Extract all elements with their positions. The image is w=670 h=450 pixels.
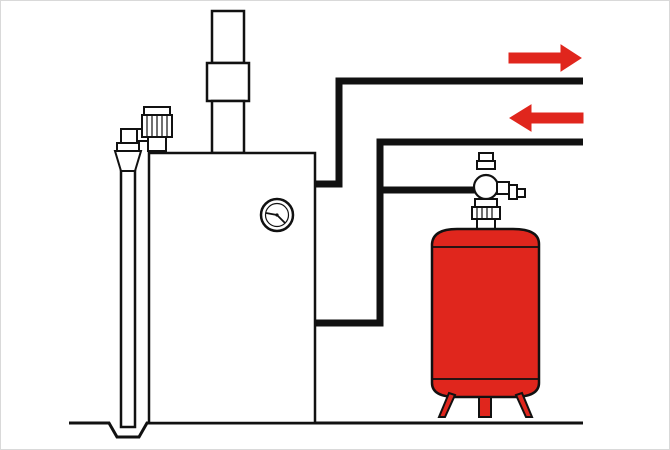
flue-pipe (205, 9, 251, 155)
floor-line (69, 421, 583, 439)
arrow-left-icon (509, 104, 584, 132)
safety-relief-valve (113, 106, 173, 172)
boiler (147, 151, 317, 425)
return-pipe (313, 138, 583, 327)
drain-pipe (119, 167, 137, 429)
temperature-gauge (259, 197, 295, 233)
arrow-right-icon (508, 44, 582, 72)
vessel-valve-assembly (471, 152, 526, 230)
expansion-vessel (430, 227, 541, 418)
flow-pipe (313, 77, 583, 188)
